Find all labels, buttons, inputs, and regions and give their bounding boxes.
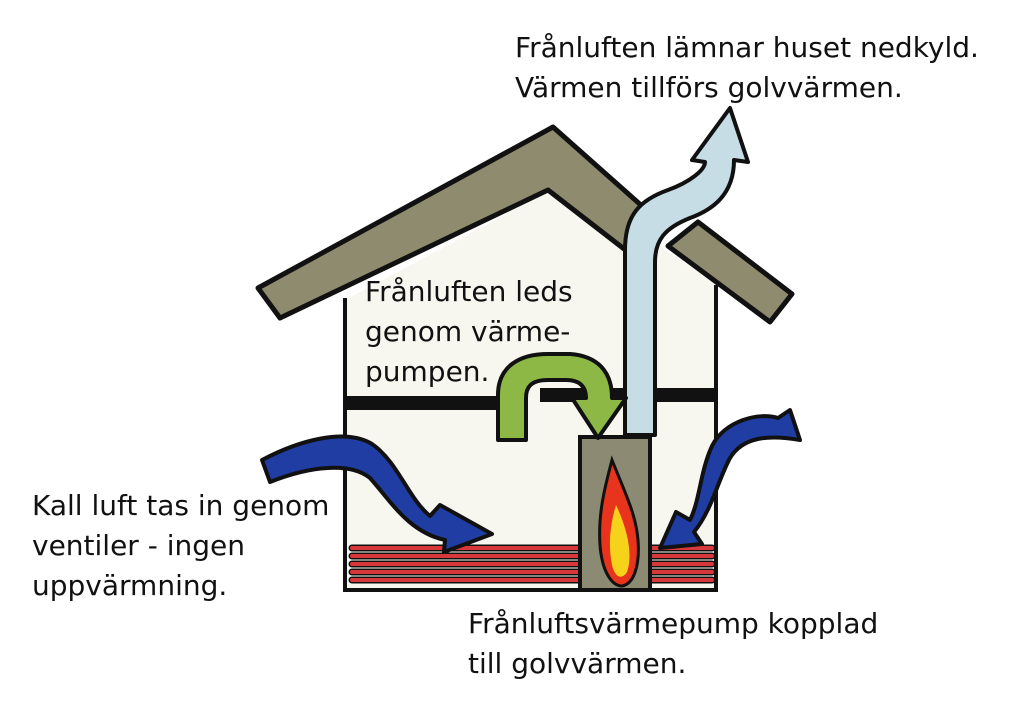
- cold-air-intake-label: Kall luft tas in genom ventiler - ingen …: [32, 489, 330, 602]
- roof: [255, 124, 795, 325]
- flame-inner-icon: [609, 505, 630, 577]
- heat-pump-path-label: Frånluften leds genom värme- pumpen.: [365, 275, 573, 388]
- heat-pump-unit-label: Frånluftsvärmepump kopplad till golvvärm…: [468, 607, 879, 680]
- heat-pump-unit: [578, 435, 652, 592]
- floor-heating: [348, 544, 716, 584]
- cold-air-arrow-left: [260, 434, 494, 554]
- attic-beam-left: [345, 396, 497, 410]
- cold-air-arrow-right-icon: [658, 408, 802, 550]
- recirculation-arrow-icon: [496, 352, 628, 442]
- exhaust-arrow-icon: [623, 106, 750, 437]
- cold-air-arrow-left-icon: [260, 434, 494, 554]
- recirculation-arrow: [496, 352, 628, 442]
- floor-heating-coil-left-red: [350, 546, 582, 582]
- cold-air-arrow-right: [658, 408, 802, 550]
- roof-right-slab: [665, 219, 795, 325]
- exhaust-exit-label: Frånluften lämnar huset nedkyld. Värmen …: [515, 31, 979, 104]
- exhaust-arrow: [623, 106, 750, 437]
